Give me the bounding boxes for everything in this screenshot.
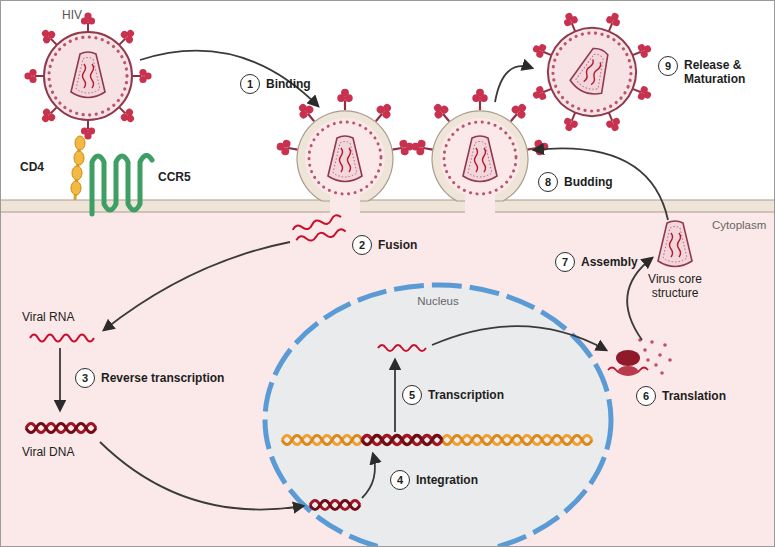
nuclear-envelope [265, 285, 611, 547]
step-label: Transcription [428, 388, 504, 402]
step-label: Fusion [378, 238, 417, 252]
cytoplasm-region: Cytoplasm2Fusion3Reverse transcriptionNu… [0, 212, 775, 547]
nucleus-outline [262, 282, 614, 547]
nucleus: Nucleus4Integration5Transcription [262, 282, 614, 547]
step-number: 4 [391, 471, 409, 489]
step-number: 8 [539, 173, 557, 191]
step-marker: 4Integration [390, 470, 410, 490]
step-number: 2 [353, 236, 371, 254]
step-marker: 9Release & Maturation [658, 56, 678, 76]
step-label: Binding [266, 77, 311, 91]
step-marker: 2Fusion [352, 235, 372, 255]
step-marker: 5Transcription [402, 385, 422, 405]
step-label: Release & Maturation [684, 58, 764, 86]
step-number: 7 [556, 253, 574, 271]
step-label: Integration [416, 473, 478, 487]
part-label: HIV [62, 8, 82, 22]
part-label: CCR5 [158, 170, 191, 184]
part-label: Virus core structure [630, 272, 720, 300]
step-number: 1 [241, 75, 259, 93]
region-label: Nucleus [262, 294, 614, 308]
step-marker: 6Translation [636, 386, 656, 406]
step-label: Assembly [581, 255, 638, 269]
region-label: Cytoplasm [712, 218, 766, 232]
step-label: Budding [564, 175, 613, 189]
step-number: 6 [637, 387, 655, 405]
step-label: Reverse transcription [101, 371, 224, 385]
step-number: 3 [76, 369, 94, 387]
part-label: Viral DNA [22, 445, 74, 459]
part-label: Viral RNA [22, 310, 74, 324]
step-label: Translation [662, 389, 726, 403]
step-number: 9 [659, 57, 677, 75]
step-number: 5 [403, 386, 421, 404]
step-marker: 8Budding [538, 172, 558, 192]
step-marker: 1Binding [240, 74, 260, 94]
part-label: CD4 [20, 160, 44, 174]
step-marker: 3Reverse transcription [75, 368, 95, 388]
step-marker: 7Assembly [555, 252, 575, 272]
